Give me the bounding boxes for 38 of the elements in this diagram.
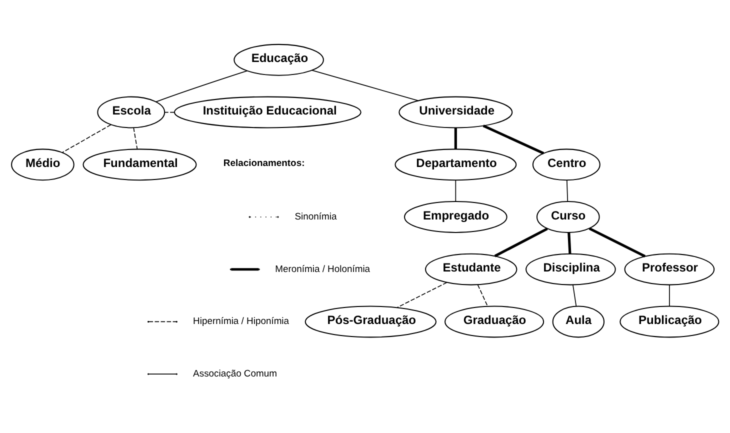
node-ellipse: Instituição Educacional [174,96,362,128]
connector [396,282,448,308]
label: Relacionamentos: [223,158,305,169]
node-ellipse: Curso [536,200,600,232]
connector [477,284,488,306]
connector [669,284,670,306]
connector [62,124,112,152]
connector [455,179,456,202]
connector [588,226,646,257]
node-ellipse: Empregado [404,200,508,232]
legend-label: Hipernímia / Hiponímia [193,316,290,327]
connector [482,124,544,154]
node-ellipse: Centro [532,148,600,180]
node-ellipse: Graduação [444,305,544,338]
connector [133,126,138,149]
node-ellipse: Publicação [620,305,720,338]
connector [572,284,577,306]
node-ellipse: Professor [624,252,715,285]
node-ellipse: Fundamental [82,148,197,180]
connector [454,127,457,148]
connector [566,179,568,202]
legend-label: Meronímia / Holonímia [275,263,370,274]
connector [312,69,419,101]
legend-label: Associação Comum [193,368,277,380]
node-ellipse: Estudante [425,252,518,285]
node-ellipse: Disciplina [526,252,616,285]
connector [164,111,175,112]
node-ellipse: Aula [552,305,605,338]
node-ellipse: Pós-Graduação [304,305,436,338]
node-ellipse: Departamento [394,148,517,180]
node-ellipse: Médio [11,148,74,180]
connector [156,70,248,102]
legend-label: Sinonímia [294,210,337,222]
node-ellipse: Educação [234,43,324,76]
connector [568,232,572,254]
node-ellipse: Universidade [398,96,513,128]
connector [494,227,548,257]
node-ellipse: Escola [97,96,166,128]
